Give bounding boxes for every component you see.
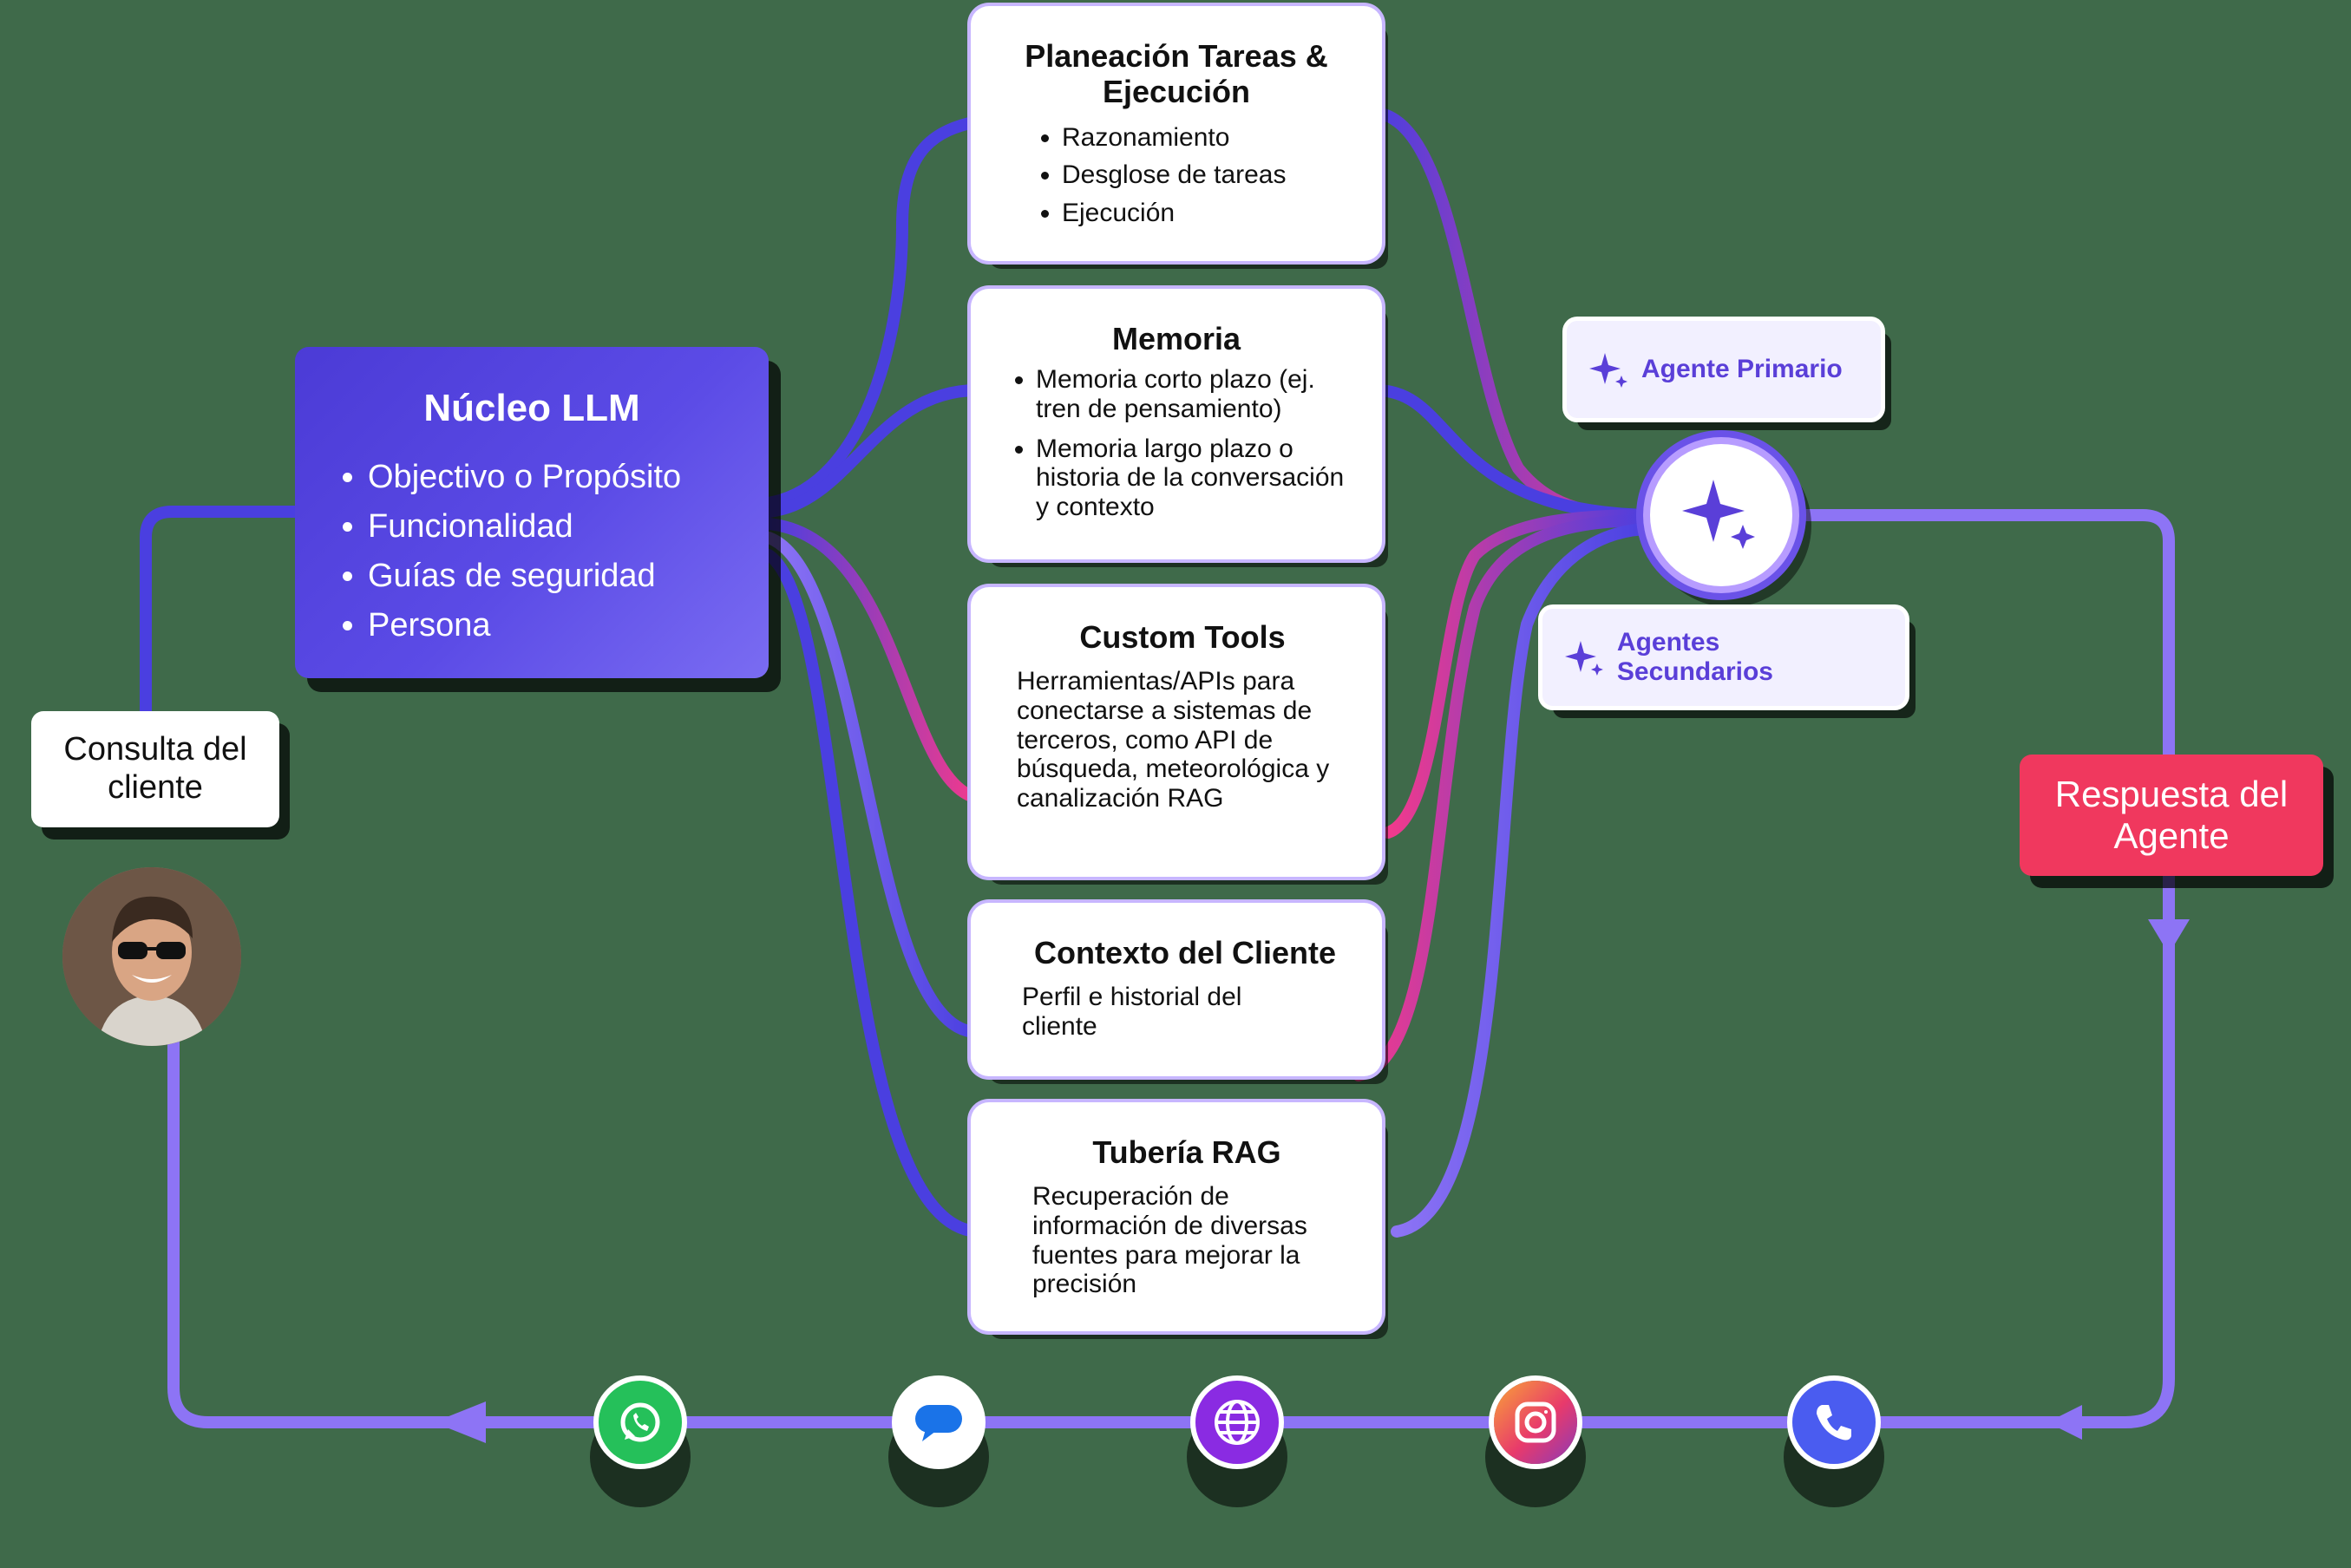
client-context-card: Contexto del Cliente Perfil e historial …	[977, 909, 1376, 1070]
arrow-left-icon	[434, 1401, 486, 1443]
memory-card: Memoria Memoria corto plazo (ej. tren de…	[977, 295, 1376, 553]
wire-memory-hub	[1370, 384, 1656, 521]
llm-core-list: Objectivo o Propósito Funcionalidad Guía…	[330, 453, 734, 650]
client-query-label: Consulta del cliente	[63, 731, 247, 806]
wire-planning-hub	[1370, 107, 1656, 521]
planning-title: Planeación Tareas & Ejecución	[1025, 38, 1328, 110]
list-item: Razonamiento	[1062, 119, 1346, 157]
customer-avatar	[62, 867, 241, 1046]
custom-tools-text: Herramientas/APIs para conectarse a sist…	[1017, 667, 1330, 813]
messages-icon[interactable]	[897, 1381, 980, 1464]
list-item: Ejecución	[1062, 194, 1346, 232]
secondary-agents-chip: Agentes Secundarios	[1542, 609, 1905, 706]
list-item: Objectivo o Propósito	[368, 453, 734, 502]
arrow-left-icon	[2047, 1405, 2082, 1440]
custom-tools-card: Custom Tools Herramientas/APIs para cone…	[977, 593, 1376, 871]
rag-text: Recuperación de información de diversas …	[1032, 1182, 1307, 1299]
client-context-text: Perfil e historial del cliente	[1022, 983, 1242, 1041]
channel-loop-wire	[167, 870, 2175, 1428]
list-item: Persona	[368, 601, 734, 650]
sparkle-icon	[1565, 641, 1603, 676]
wire-llm-rag	[763, 549, 983, 1238]
phone-icon[interactable]	[1792, 1381, 1876, 1464]
agent-hub	[1650, 444, 1792, 586]
list-item: Funcionalidad	[368, 502, 734, 552]
wire-llm-tools	[763, 518, 983, 804]
wire-tools-hub	[1382, 509, 1656, 839]
globe-icon[interactable]	[1195, 1381, 1279, 1464]
list-item: Guías de seguridad	[368, 552, 734, 601]
wire-llm-planning	[763, 115, 983, 509]
memory-list: Memoria corto plazo (ej. tren de pensami…	[1001, 365, 1352, 521]
list-item: Memoria corto plazo (ej. tren de pensami…	[1036, 365, 1352, 423]
sparkle-icon	[1682, 480, 1755, 549]
agent-response-label: Respuesta del Agente	[2054, 773, 2289, 856]
client-query-box: Consulta del cliente	[31, 711, 279, 827]
client-context-title: Contexto del Cliente	[1033, 935, 1337, 970]
wire-rag-hub	[1391, 523, 1656, 1238]
primary-agent-label: Agente Primario	[1641, 355, 1843, 383]
list-item: Memoria largo plazo o historia de la con…	[1036, 434, 1352, 522]
wire-context-hub	[1352, 514, 1656, 1081]
instagram-icon[interactable]	[1494, 1381, 1577, 1464]
llm-core-box: Núcleo LLM Objectivo o Propósito Funcion…	[295, 347, 769, 678]
response-loop-wire	[1786, 509, 2175, 761]
sparkle-icon	[1589, 353, 1627, 388]
client-to-llm-wire	[140, 506, 301, 717]
custom-tools-title: Custom Tools	[1079, 619, 1286, 655]
planning-card: Planeación Tareas & Ejecución Razonamien…	[977, 12, 1376, 255]
wire-llm-memory	[763, 384, 983, 518]
wire-llm-context	[763, 532, 983, 1038]
llm-core-title: Núcleo LLM	[423, 387, 640, 429]
rag-title: Tubería RAG	[1092, 1134, 1281, 1170]
whatsapp-icon[interactable]	[599, 1381, 682, 1464]
planning-list: Razonamiento Desglose de tareas Ejecució…	[1006, 119, 1346, 232]
agent-response-box: Respuesta del Agente	[2020, 755, 2323, 876]
primary-agent-chip: Agente Primario	[1567, 321, 1881, 418]
secondary-agents-label: Agentes Secundarios	[1616, 628, 1773, 686]
arrow-down-icon	[2148, 919, 2190, 954]
rag-card: Tubería RAG Recuperación de información …	[977, 1108, 1376, 1325]
memory-title: Memoria	[1111, 321, 1241, 356]
list-item: Desglose de tareas	[1062, 156, 1346, 194]
